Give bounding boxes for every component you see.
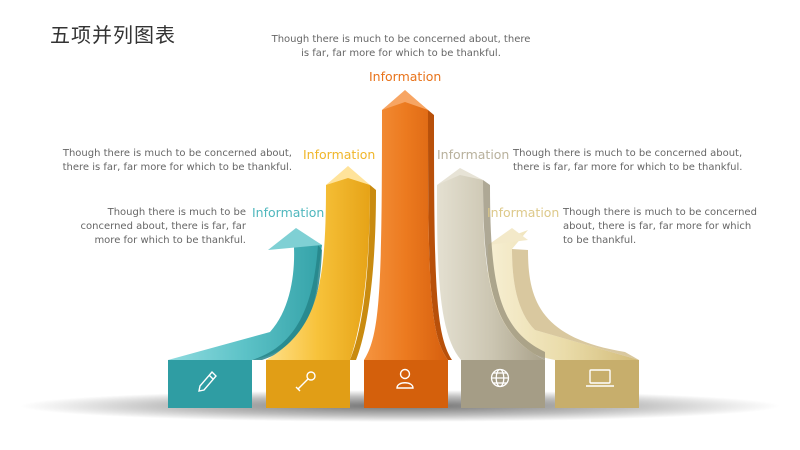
globe-icon xyxy=(490,368,510,388)
label-2: Information xyxy=(303,147,376,162)
description-3: Though there is much to be concerned abo… xyxy=(271,34,531,59)
wrench-icon xyxy=(295,371,316,392)
label-3: Information xyxy=(369,69,442,84)
label-5: Information xyxy=(487,205,560,220)
laptop-icon xyxy=(586,369,614,387)
label-1: Information xyxy=(252,205,325,220)
arrow-2 xyxy=(266,166,376,408)
description-4: Though there is much to be concerned abo… xyxy=(513,148,743,173)
description-1: Though there is much to be concerned abo… xyxy=(80,207,246,246)
arrow-3 xyxy=(364,90,452,408)
description-2: Though there is much to be concerned abo… xyxy=(62,148,292,173)
pencil-icon xyxy=(198,370,217,392)
page-title: 五项并列图表 xyxy=(50,23,176,47)
arrow-5 xyxy=(488,228,639,408)
user-icon xyxy=(396,368,414,389)
label-4: Information xyxy=(437,147,510,162)
description-5: Though there is much to be concerned abo… xyxy=(563,207,757,246)
